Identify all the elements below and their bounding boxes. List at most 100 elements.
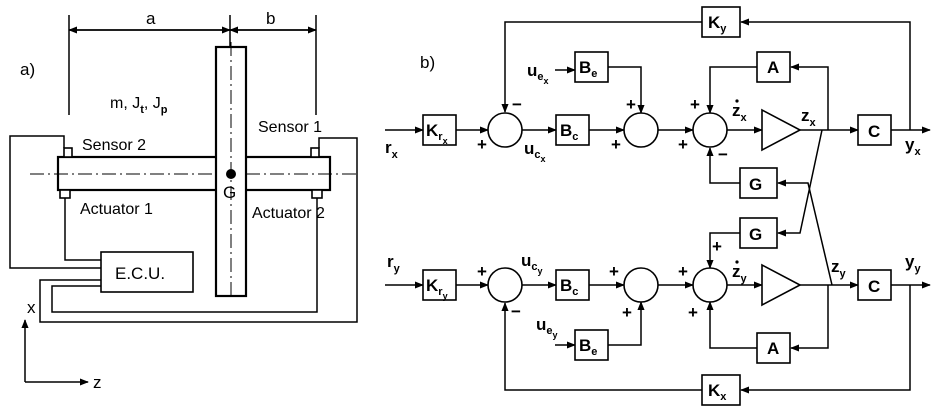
bc-label-y: Bc [560, 276, 578, 298]
a-to-sum3-x [706, 66, 757, 114]
sum3-x [692, 112, 728, 148]
g-label-x: G [749, 175, 762, 194]
g-label-y: G [749, 225, 762, 244]
a-block-x [756, 51, 791, 83]
sum1-x-plus: + [477, 135, 487, 154]
zx-to-gy-cross [777, 129, 823, 237]
zdot-y-label: zy [732, 262, 748, 285]
wire-actuator-2 [51, 198, 318, 313]
axis-x-label: x [27, 298, 36, 317]
be-label-y: Be [579, 336, 597, 358]
sum1-y-plus: + [477, 262, 487, 281]
part-b-label: b) [420, 53, 435, 72]
center-label: G [223, 183, 236, 202]
wire-sensor-1 [39, 137, 358, 323]
block-diagram: b) rx Krx + − ucx Bc uex Be + + + + − zx [385, 6, 931, 406]
sensor-2 [63, 147, 73, 158]
sum3-y-plus-left: + [678, 262, 688, 281]
c-block-y [857, 269, 892, 301]
be-label-x: Be [579, 58, 597, 80]
bc-label-x: Bc [560, 121, 578, 143]
zdot-x-label: zx [732, 101, 748, 124]
sum1-y-minus: − [511, 302, 521, 321]
bc-block-y [555, 269, 590, 301]
ky-to-sum1-x [501, 21, 702, 113]
a-to-sum3-y [706, 301, 757, 349]
a-label-y: A [767, 339, 779, 358]
ucy-label: ucy [521, 251, 543, 276]
ky-label: Ky [708, 13, 727, 35]
sum3-y [692, 267, 728, 303]
zx-to-a [790, 63, 829, 130]
uex-label: uex [527, 61, 549, 86]
be-to-sum2 [608, 66, 645, 114]
yy-label: yy [905, 252, 921, 275]
dim-b-label: b [266, 9, 275, 28]
ecu-label: E.C.U. [115, 264, 165, 283]
actuator-2-label: Actuator 2 [252, 205, 325, 222]
zy-to-a [790, 285, 829, 352]
sum2-y [623, 267, 659, 303]
rotor-schematic: a) a b m, Jt, Jp G Sensor 2 Sensor 1 Act… [9, 9, 360, 392]
actuator-1-label: Actuator 1 [80, 201, 153, 218]
sum2-y-plus-left: + [609, 262, 619, 281]
zy-label: zy [831, 257, 847, 280]
c-label-x: C [868, 122, 880, 141]
a-label-x: A [767, 58, 779, 77]
actuator-1 [59, 189, 71, 199]
rx-label: rx [385, 138, 399, 161]
zx-label: zx [801, 106, 817, 129]
wire-sensor-2 [9, 135, 101, 269]
sum2-x-plus-top: + [626, 95, 636, 114]
axis-z-label: z [93, 373, 102, 392]
sum3-y-plus-top: + [712, 237, 722, 256]
uey-label: uey [536, 315, 558, 340]
ry-label: ry [387, 252, 401, 275]
kx-label: Kx [708, 381, 727, 403]
kry-label: Kry [426, 276, 448, 301]
yx-label: yx [905, 135, 921, 158]
sensor-1-label: Sensor 1 [258, 119, 322, 136]
sensor-2-label: Sensor 2 [82, 137, 146, 154]
bey-to-sum2 [608, 301, 645, 346]
integrator-y [761, 263, 802, 307]
ucx-label: ucx [524, 139, 546, 164]
zy-to-gx-cross [777, 179, 833, 286]
wire-actuator-1 [64, 198, 101, 261]
krx-label: Krx [426, 121, 448, 146]
g-block-y [739, 217, 778, 249]
sum3-x-plus-top: + [690, 95, 700, 114]
be-block-y [574, 329, 609, 361]
sum1-y [487, 267, 523, 303]
zdot-y-dot [735, 260, 739, 264]
c-block-x [857, 114, 892, 146]
sum1-x-minus: − [512, 95, 522, 114]
yx-to-ky [740, 18, 911, 130]
sum3-x-plus-left: + [678, 135, 688, 154]
g-to-sum3-y [706, 232, 740, 269]
dim-a-label: a [146, 9, 156, 28]
kx-to-sum1-y [501, 302, 702, 391]
g-block-x [739, 167, 778, 199]
part-a-label: a) [20, 60, 35, 79]
kry-block [422, 269, 457, 301]
sum2-x-plus-left: + [611, 135, 621, 154]
krx-block [422, 114, 457, 146]
center-of-mass [226, 169, 236, 179]
sum3-y-plus-bottom: + [688, 303, 698, 322]
actuator-2 [311, 189, 323, 199]
sum2-x [623, 112, 659, 148]
ecu-box [100, 251, 194, 293]
zdot-x-dot [735, 99, 739, 103]
sensor-1 [310, 147, 320, 158]
mass-properties: m, Jt, Jp [110, 95, 168, 116]
integrator-x [761, 108, 802, 152]
g-to-sum3-x [706, 147, 740, 184]
sum3-x-minus: − [718, 145, 728, 164]
sum2-y-plus-bottom: + [622, 303, 632, 322]
a-block-y [756, 332, 791, 364]
c-label-y: C [868, 277, 880, 296]
yy-to-kx [740, 285, 911, 394]
sum1-x [487, 112, 523, 148]
